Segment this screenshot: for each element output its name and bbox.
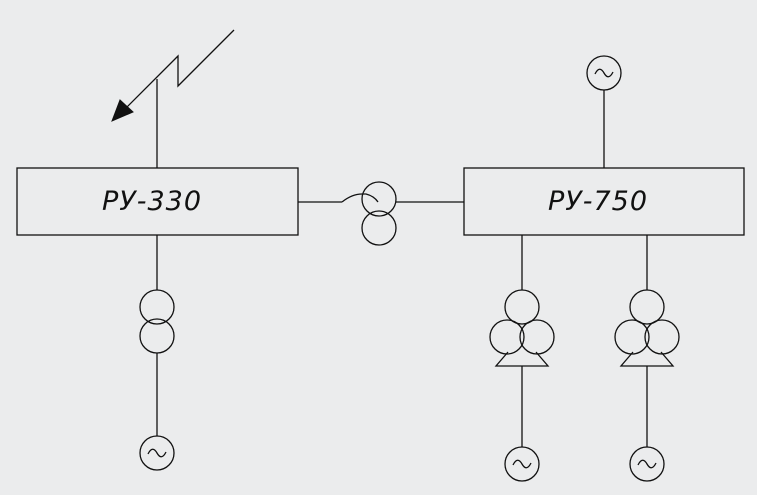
three-winding-transformer-icon: [489, 289, 555, 367]
coupling-link: [298, 193, 464, 203]
switchgear-ru-330: РУ-330: [16, 167, 299, 236]
coupling-transformer-icon: [361, 181, 397, 246]
transformer-icon: [139, 289, 175, 354]
generator-icon: [504, 446, 540, 482]
generator-icon: [586, 55, 622, 91]
generator-icon: [629, 446, 665, 482]
three-winding-transformer-icon: [614, 289, 680, 367]
switchgear-ru-750-label: РУ-750: [548, 186, 648, 217]
generator-icon: [139, 435, 175, 471]
lightning-arrow-icon: [111, 29, 235, 122]
switchgear-ru-750: РУ-750: [463, 167, 745, 236]
switchgear-ru-330-label: РУ-330: [102, 186, 202, 217]
